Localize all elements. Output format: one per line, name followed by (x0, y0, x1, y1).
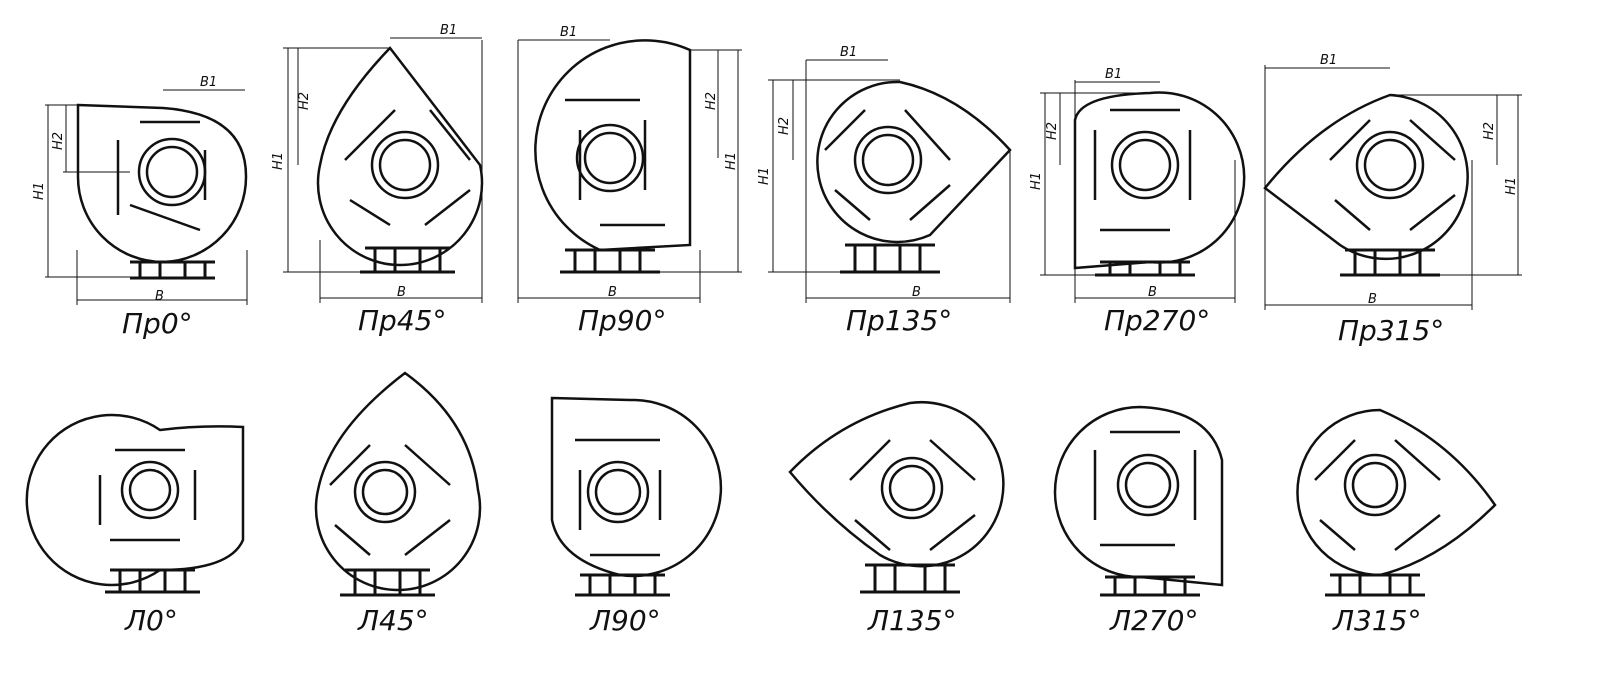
fan-l270-caption: Л270° (1109, 604, 1199, 637)
fan-pr90-b1-label: B1 (560, 25, 577, 40)
fan-pr315-h1-label: H1 (1504, 177, 1519, 195)
fan-l0: Л0° (25, 413, 245, 637)
fan-l270: Л270° (1053, 405, 1224, 637)
fan-pr270-drawing (1073, 91, 1246, 277)
fan-pr0-caption: Пр0° (122, 307, 193, 340)
fan-l90-caption: Л90° (589, 604, 661, 637)
fan-pr270: B1 B H1 H2 Пр270° (1029, 67, 1246, 337)
fan-l0-drawing (25, 413, 245, 594)
fan-pr45-h2-label: H2 (297, 92, 312, 110)
fan-pr270-caption: Пр270° (1104, 304, 1210, 337)
fan-pr270-dimensions (1040, 80, 1236, 303)
fan-pr315-dimensions (1264, 65, 1522, 310)
fan-pr315-b1-label: B1 (1320, 53, 1337, 68)
fan-pr45-drawing (316, 46, 484, 274)
fan-pr135-h2-label: H2 (777, 117, 792, 135)
fan-l45-drawing (314, 371, 482, 597)
fan-pr135: B1 B H1 H2 Пр135° (757, 45, 1012, 337)
fan-pr135-caption: Пр135° (846, 304, 952, 337)
fan-pr315-caption: Пр315° (1338, 314, 1444, 347)
fan-pr0-dimensions (45, 89, 248, 305)
fan-pr0: B1 B H1 H2 Пр0° (32, 75, 248, 340)
fan-l135-drawing (788, 401, 1005, 594)
fan-pr45-dimensions (283, 37, 483, 303)
fan-pr135-dimensions (768, 59, 1011, 303)
fan-l0-caption: Л0° (124, 604, 178, 637)
fan-pr90-h2-label: H2 (704, 92, 719, 110)
fan-l270-drawing (1053, 405, 1224, 597)
fan-pr135-b-label: B (912, 285, 921, 300)
fan-pr90-caption: Пр90° (578, 304, 666, 337)
fan-pr135-h1-label: H1 (757, 167, 772, 185)
fan-l135: Л135° (788, 401, 1005, 637)
fan-pr0-b-label: B (155, 289, 164, 304)
fan-pr90: B1 B H1 H2 Пр90° (517, 25, 742, 337)
fan-pr0-b1-label: B1 (200, 75, 217, 90)
fan-l135-caption: Л135° (867, 604, 957, 637)
fan-pr270-h2-label: H2 (1045, 122, 1060, 140)
fan-l90-drawing (550, 396, 723, 597)
fan-pr90-h1-label: H1 (724, 152, 739, 170)
fan-pr45: B1 B H1 H2 Пр45° (271, 23, 484, 337)
fan-pr315-h2-label: H2 (1482, 122, 1497, 140)
fan-pr90-dimensions (517, 39, 742, 303)
fan-pr135-b1-label: B1 (840, 45, 857, 60)
fan-pr315-drawing (1263, 93, 1469, 277)
fan-pr0-h2-label: H2 (51, 132, 66, 150)
fan-pr45-caption: Пр45° (358, 304, 446, 337)
fan-pr90-drawing (534, 39, 692, 274)
fan-pr315-b-label: B (1368, 292, 1377, 307)
fan-pr0-h1-label: H1 (32, 182, 47, 200)
fan-l315-drawing (1296, 408, 1497, 597)
fan-pr270-b1-label: B1 (1105, 67, 1122, 82)
fan-pr45-b1-label: B1 (440, 23, 457, 38)
fan-l90: Л90° (550, 396, 723, 637)
fan-pr270-h1-label: H1 (1029, 172, 1044, 190)
fan-pr45-b-label: B (397, 285, 406, 300)
fan-l315: Л315° (1296, 408, 1497, 637)
fan-l45: Л45° (314, 371, 482, 637)
fan-pr0-drawing (76, 103, 248, 280)
fan-pr315: B1 B H1 H2 Пр315° (1263, 53, 1522, 347)
fan-pr45-h1-label: H1 (271, 152, 286, 170)
fan-pr90-b-label: B (608, 285, 617, 300)
fan-l45-caption: Л45° (357, 604, 429, 637)
fan-l315-caption: Л315° (1332, 604, 1422, 637)
fan-pr135-drawing (816, 80, 1012, 274)
fan-pr270-b-label: B (1148, 285, 1157, 300)
